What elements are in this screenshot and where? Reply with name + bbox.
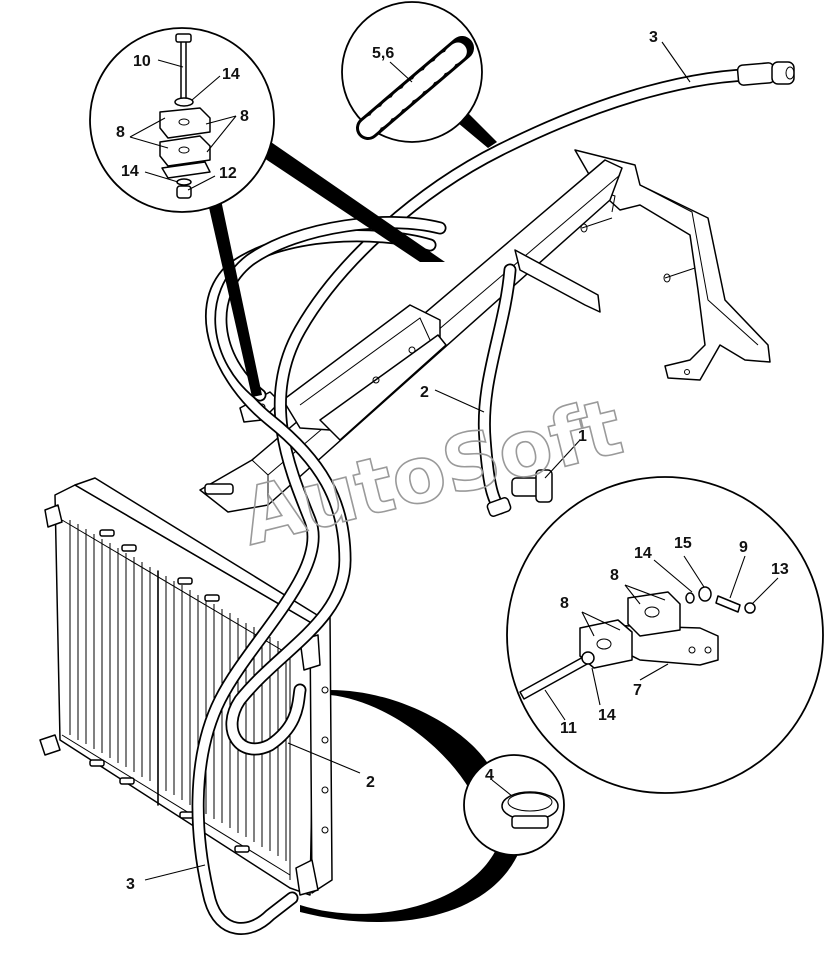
callout-8-d: 8 [560,595,569,612]
callout-labels: 3 5,6 10 14 8 8 14 12 2 1 14 15 9 8 13 8… [116,29,789,893]
callout-12: 12 [219,165,237,182]
callout-3-top: 3 [649,29,658,46]
detail-bracket [506,476,824,794]
oil-cooler [39,477,333,896]
callout-2-upper: 2 [420,384,429,401]
elbow-fitting [486,469,553,517]
callout-14-c: 14 [634,545,652,562]
callout-14-d: 14 [598,707,616,724]
leader-lines [144,41,691,881]
callout-3-lower: 3 [126,876,135,893]
callout-8-c: 8 [610,567,619,584]
callout-8-b: 8 [240,108,249,125]
detail-sleeve [341,1,497,148]
mounting-frame [574,149,771,381]
callout-7: 7 [633,682,642,699]
callout-2-lower: 2 [366,774,375,791]
callout-14-a: 14 [222,66,240,83]
mounting-rail [199,159,623,513]
callout-8-a: 8 [116,124,125,141]
callout-9: 9 [739,539,748,556]
callout-1: 1 [578,428,587,445]
callout-15: 15 [674,535,692,552]
callout-14-b: 14 [121,163,139,180]
callout-4: 4 [485,767,494,784]
detail-hose-clamp [300,690,565,923]
detail-clamp-stack [89,27,445,397]
callout-10: 10 [133,53,151,70]
callout-13: 13 [771,561,789,578]
callout-11: 11 [560,720,577,737]
callout-5-6: 5,6 [372,45,394,62]
